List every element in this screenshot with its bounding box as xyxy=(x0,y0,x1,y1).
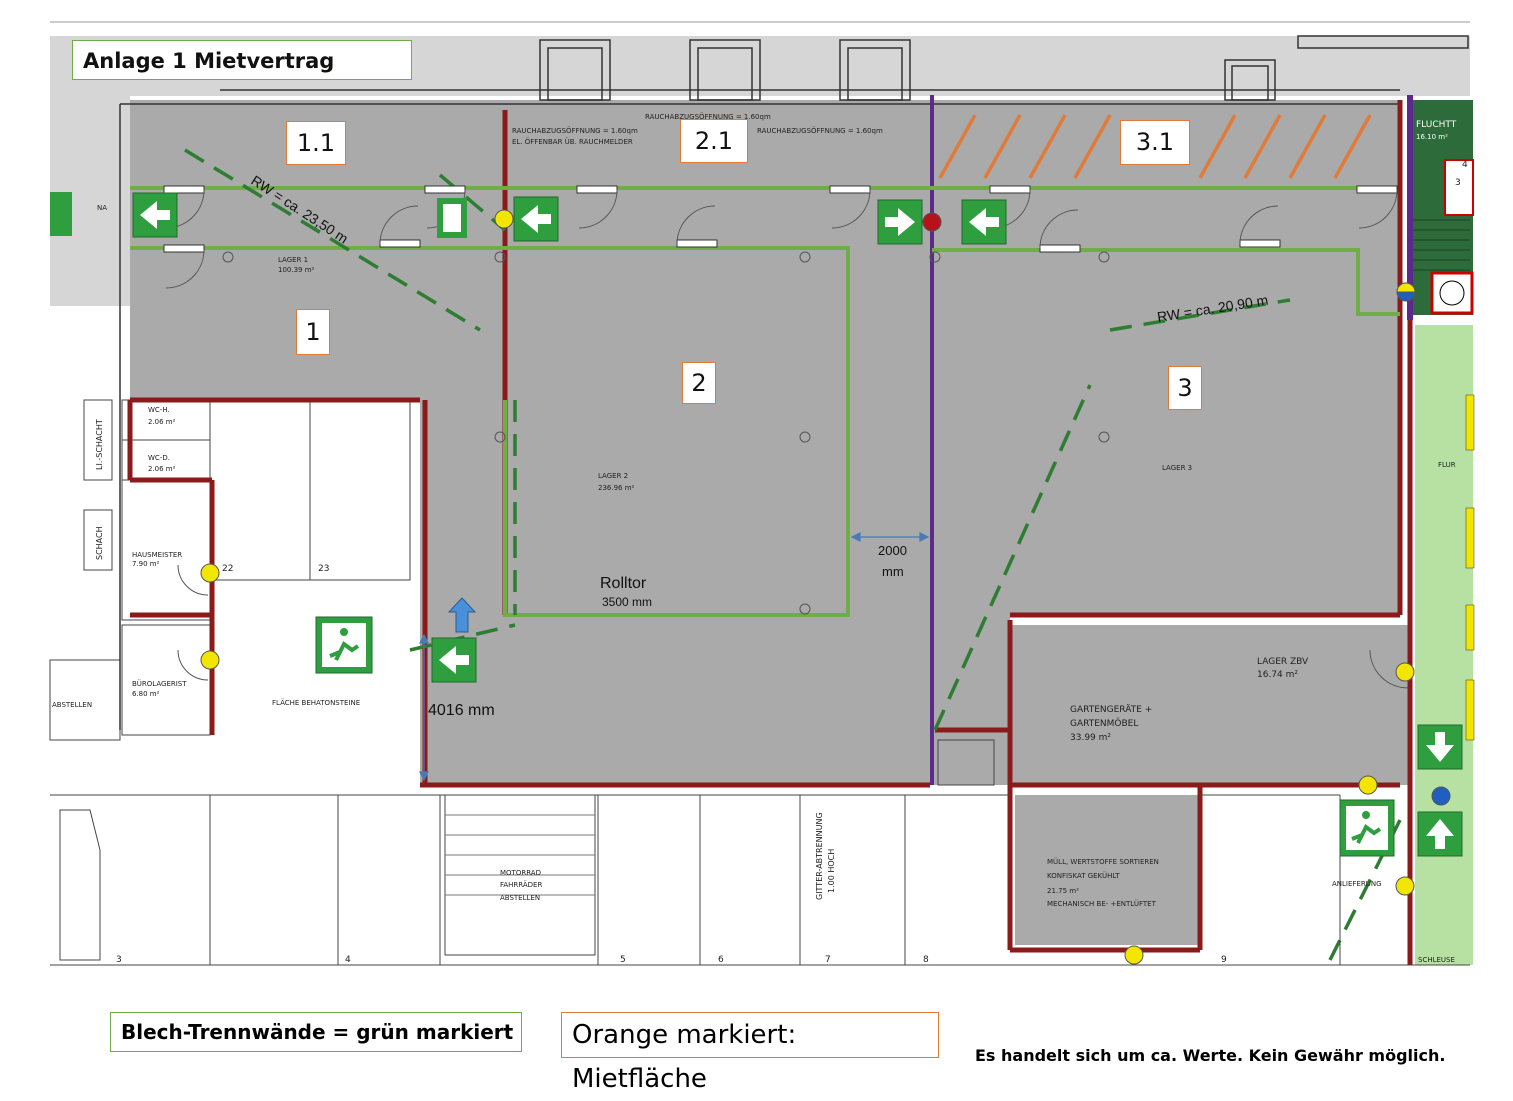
rauch-top: RAUCHABZUGSÖFFNUNG = 1.60qm xyxy=(645,112,771,121)
rolltor-width: 3500 mm xyxy=(602,595,652,609)
gitter-2: 1.00 HOCH xyxy=(827,849,836,893)
emergency-exit-running-man-icon xyxy=(1339,799,1395,857)
width-4016: 4016 mm xyxy=(428,702,495,719)
muell-3: MECHANISCH BE- +ENTLÜFTET xyxy=(1047,899,1157,908)
emergency-exit-running-man-icon xyxy=(315,616,373,674)
flaeche-label: FLÄCHE BEHATONSTEINE xyxy=(272,698,360,707)
legend-green-partitions: Blech-Trennwände = grün markiert xyxy=(110,1012,522,1052)
exit-sign-left-arrow-icon xyxy=(961,199,1007,245)
garten-2: GARTENMÖBEL xyxy=(1070,718,1138,729)
flur-label: FLUR xyxy=(1438,461,1456,469)
anlief-label: ANLIEFERUNG xyxy=(1332,880,1382,888)
page-title: Anlage 1 Mietvertrag xyxy=(72,40,412,80)
width-2000-unit: mm xyxy=(882,564,904,579)
lager3-label: LAGER 3 xyxy=(1162,464,1192,472)
parking-8: 8 xyxy=(923,955,929,965)
fluchtt-label: FLUCHTT xyxy=(1416,120,1457,130)
legend-orange-rental-area: Orange markiert: Mietfläche xyxy=(561,1012,939,1094)
gitter-1: GITTER-ABTRENNUNG xyxy=(815,812,824,900)
exit-sign-right-arrow-icon xyxy=(877,199,923,245)
room-label-3: 3 xyxy=(1168,366,1202,410)
muell-area: 21.75 m² xyxy=(1047,887,1079,895)
wc-h-area: 2.06 m² xyxy=(148,418,176,426)
garten-area: 33.99 m² xyxy=(1070,733,1111,743)
hausmeister-label: HAUSMEISTER xyxy=(132,551,182,559)
motorrad-3: ABSTELLEN xyxy=(500,894,540,902)
exit-sign-left-arrow-icon xyxy=(513,196,559,242)
rauch-1: RAUCHABZUGSÖFFNUNG = 1.60qm xyxy=(512,126,638,135)
muell-1: MÜLL, WERTSTOFFE SORTIEREN xyxy=(1047,857,1159,866)
wc-d-area: 2.06 m² xyxy=(148,465,176,473)
wc-d-label: WC-D. xyxy=(148,454,170,462)
schacht-2: SCHACH xyxy=(95,526,104,560)
lager1-area: 100.39 m² xyxy=(278,266,315,274)
parking-3: 3 xyxy=(116,955,122,965)
lager-zbv-area: 16.74 m² xyxy=(1257,670,1298,680)
garten-1: GARTENGERÄTE + xyxy=(1070,704,1152,715)
exit-sign-left-edge-icon xyxy=(50,192,72,236)
rolltor-label: Rolltor xyxy=(600,575,647,592)
schacht-1: LI.-SCHACHT xyxy=(95,419,104,470)
exit-sign-left-arrow-icon xyxy=(431,637,477,683)
hausmeister-area: 7.90 m² xyxy=(132,560,160,568)
rauch-3: RAUCHABZUGSÖFFNUNG = 1.60qm xyxy=(757,126,883,135)
lager2-area: 236.96 m² xyxy=(598,484,635,492)
schleuse-label: SCHLEUSE xyxy=(1418,956,1455,964)
parking-9: 9 xyxy=(1221,955,1227,965)
width-2000: 2000 xyxy=(878,543,907,558)
stair-4: 4 xyxy=(1462,160,1468,170)
lager1-label: LAGER 1 xyxy=(278,256,308,264)
rauch-2: EL. ÖFFENBAR ÜB. RAUCHMELDER xyxy=(512,137,633,146)
buero-label: BÜROLAGERIST xyxy=(132,679,187,688)
room-label-1-1: 1.1 xyxy=(286,121,346,165)
room-label-2-1: 2.1 xyxy=(680,119,748,163)
rolltor-arrow-icon xyxy=(447,597,477,633)
buero-area: 6.80 m² xyxy=(132,690,160,698)
muell-2: KONFISKAT GEKÜHLT xyxy=(1047,871,1120,880)
exit-sign-down-arrow-icon xyxy=(1417,724,1463,770)
motorrad-2: FAHRRÄDER xyxy=(500,880,542,889)
room-label-1: 1 xyxy=(296,309,330,355)
exit-sign-up-arrow-icon xyxy=(1417,811,1463,857)
num-23: 23 xyxy=(318,564,329,574)
parking-5: 5 xyxy=(620,955,626,965)
na-label: NA xyxy=(97,204,107,212)
fluchtt-area: 16.10 m² xyxy=(1416,133,1448,141)
parking-7: 7 xyxy=(825,955,831,965)
parking-6: 6 xyxy=(718,955,724,965)
wc-h-label: WC-H. xyxy=(148,406,170,414)
motorrad-1: MOTORRAD xyxy=(500,869,541,877)
room-label-2: 2 xyxy=(682,362,716,404)
room-label-3-1: 3.1 xyxy=(1120,120,1190,165)
lager-zbv-label: LAGER ZBV xyxy=(1257,657,1309,667)
exit-sign-left-arrow-icon xyxy=(132,192,178,238)
abstellen-label: ABSTELLEN xyxy=(52,701,92,709)
disclaimer: Es handelt sich um ca. Werte. Kein Gewäh… xyxy=(975,1046,1446,1065)
stair-3: 3 xyxy=(1455,178,1461,188)
parking-4: 4 xyxy=(345,955,351,965)
lager2-label: LAGER 2 xyxy=(598,472,628,480)
num-22: 22 xyxy=(222,564,233,574)
